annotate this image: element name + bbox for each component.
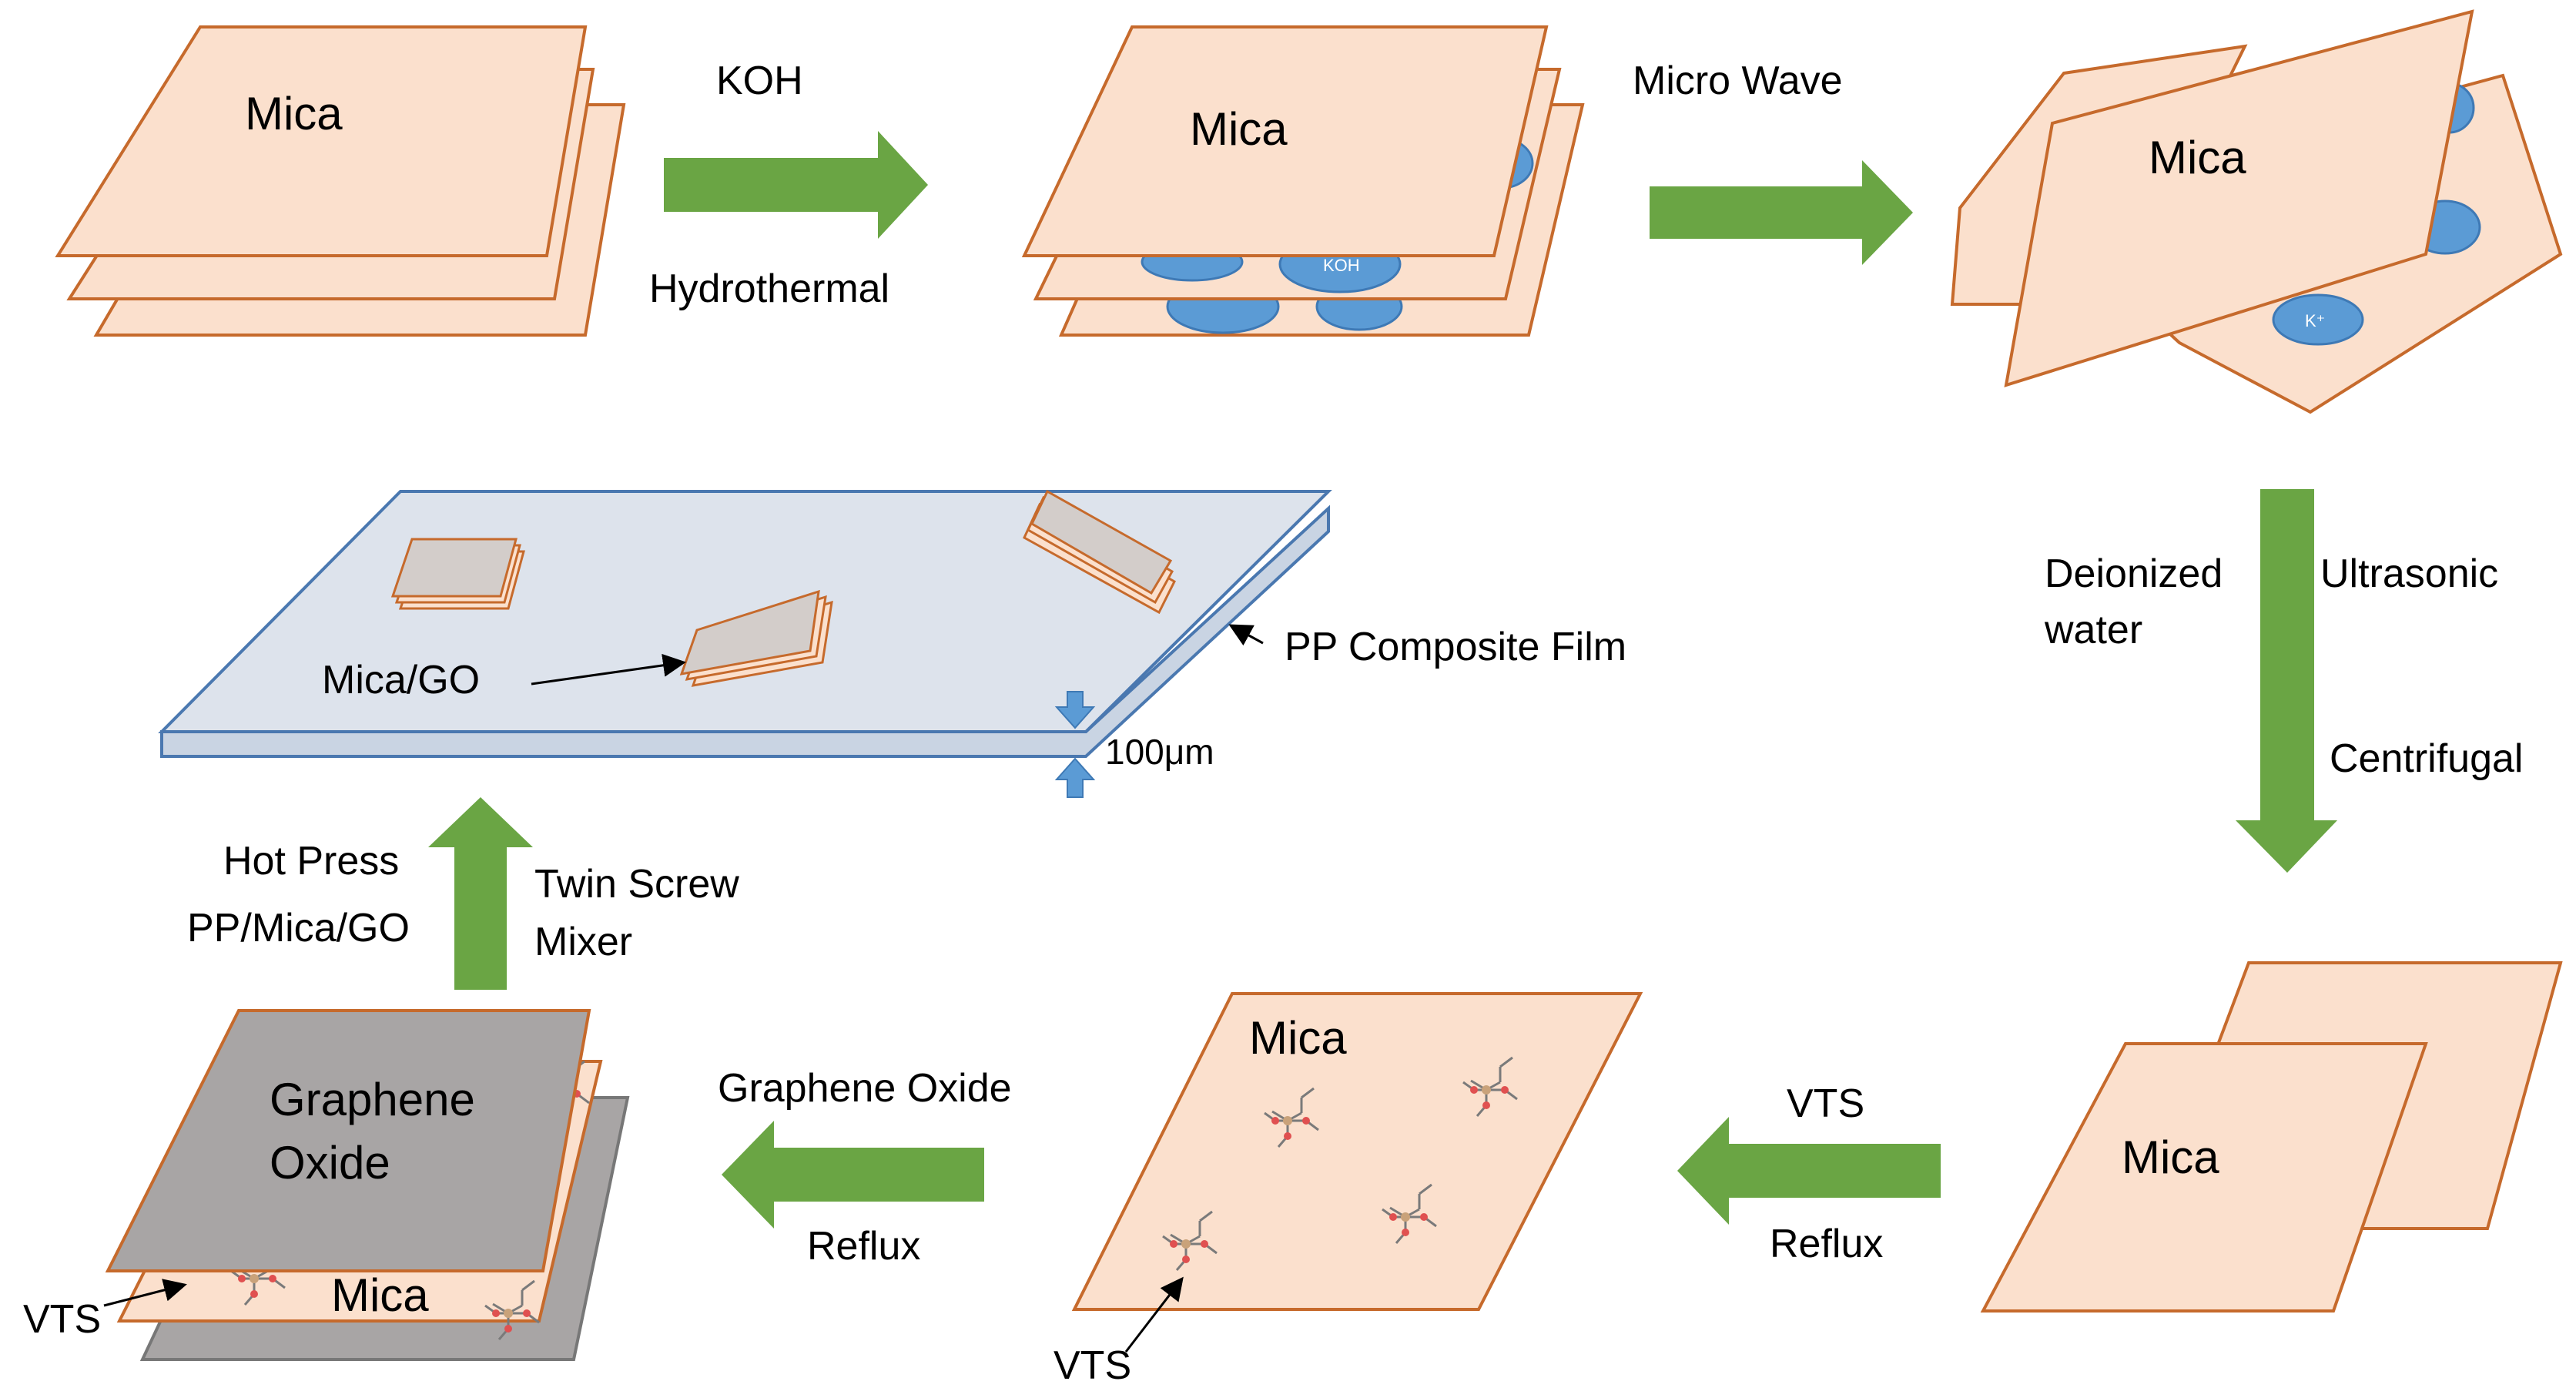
step4-mica-label: Mica: [2122, 1131, 2219, 1183]
arrow3-right-label-1: Ultrasonic: [2320, 551, 2498, 596]
mica-go-particle: [679, 589, 833, 687]
koh-label: KOH: [1323, 256, 1360, 275]
film-pointer-arrow: [1228, 624, 1264, 646]
arrow5-top-label: Graphene Oxide: [718, 1066, 1012, 1111]
graphene-oxide-label-2: Oxide: [270, 1137, 390, 1188]
step6-go-mica-stack: Graphene Oxide Mica VTS: [23, 1009, 630, 1361]
arrow6-right-label-2: Mixer: [534, 920, 632, 964]
step2-mica-label: Mica: [1190, 103, 1288, 155]
arrow6-left-label-1: Hot Press: [223, 839, 399, 883]
arrow2-top-label: Micro Wave: [1633, 59, 1843, 103]
arrow4-bottom-label: Reflux: [1770, 1222, 1883, 1266]
thickness-down-arrow-icon: [1054, 691, 1096, 729]
right-arrow-icon: [664, 131, 928, 239]
mica-go-label: Mica/GO: [322, 658, 480, 702]
arrow1-top-label: KOH: [716, 59, 803, 103]
arrow4-top-label: VTS: [1787, 1081, 1864, 1126]
down-arrow-icon: [2236, 489, 2337, 873]
thickness-up-arrow-icon: [1054, 757, 1096, 798]
arrow6-right-label-1: Twin Screw: [534, 862, 739, 907]
step2-mica-koh: KOH Mica: [1021, 25, 1585, 337]
arrow2: Micro Wave: [1633, 59, 1913, 265]
step1-mica-stack: Mica: [55, 25, 626, 337]
arrow1-bottom-label: Hydrothermal: [649, 267, 889, 311]
step4-mica-sheets: Mica: [1980, 961, 2563, 1313]
right-arrow-icon: [1650, 160, 1913, 265]
up-arrow-icon: [428, 797, 533, 990]
step5-vts-label: VTS: [1054, 1343, 1131, 1388]
step1-mica-label: Mica: [245, 88, 343, 139]
arrow5: Graphene Oxide Reflux: [718, 1066, 1012, 1269]
vts-pointer-arrow: [103, 1279, 187, 1307]
thickness-label: 100μm: [1105, 732, 1214, 772]
arrow3-right-label-2: Centrifugal: [2330, 736, 2523, 781]
mica-go-particle: [1023, 489, 1176, 615]
vts-pointer-arrow: [1124, 1276, 1184, 1353]
step5-mica-label: Mica: [1249, 1012, 1347, 1064]
step5-mica-vts: Mica VTS: [1054, 992, 1643, 1388]
step3-mica-exfoliated: K⁺ Mica: [1950, 9, 2563, 414]
arrow3: Deionized water Ultrasonic Centrifugal: [2044, 489, 2523, 873]
step6-vts-label: VTS: [23, 1297, 101, 1342]
arrow4: VTS Reflux: [1677, 1081, 1941, 1266]
step3-mica-label: Mica: [2149, 132, 2246, 183]
arrow5-bottom-label: Reflux: [807, 1224, 920, 1269]
arrow6-left-label-2: PP/Mica/GO: [187, 906, 410, 950]
k-ion-blob: [2272, 293, 2364, 346]
pp-film-label: PP Composite Film: [1285, 625, 1626, 669]
left-arrow-icon: [722, 1121, 984, 1229]
arrow3-left-label-1: Deionized: [2045, 551, 2223, 596]
step6-mica-label: Mica: [331, 1269, 429, 1321]
left-arrow-icon: [1677, 1117, 1941, 1225]
arrow6: Hot Press PP/Mica/GO Twin Screw Mixer: [187, 797, 739, 990]
mica-go-particle: [390, 538, 525, 610]
arrow3-left-label-2: water: [2044, 608, 2142, 652]
mica-go-pointer-arrow: [531, 653, 686, 686]
k-ion-label: K⁺: [2305, 311, 2325, 330]
pp-composite-film: Mica/GO PP Composite Film 100μm: [158, 489, 1626, 798]
graphene-oxide-label-1: Graphene: [270, 1074, 475, 1125]
arrow1: KOH Hydrothermal: [649, 59, 928, 311]
